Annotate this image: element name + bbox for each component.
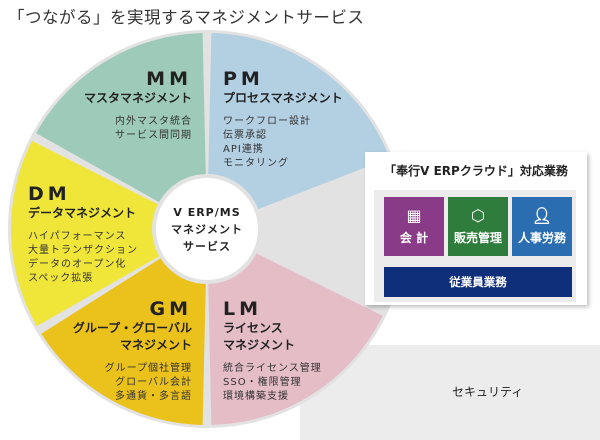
tile-label: 人事労務 <box>517 231 566 245</box>
panel-title: 「奉行V ERPクラウド」対応業務 <box>384 164 568 178</box>
page-title: 「つながる」を実現するマネジメントサービス <box>8 8 365 27</box>
item: データのオープン化 <box>28 259 127 270</box>
item: 伝票承認 <box>223 130 267 141</box>
segment-name: ライセンス <box>223 321 283 335</box>
segment-mm <box>36 33 207 230</box>
tile-sales: ⬡ 販売管理 <box>448 197 508 256</box>
segment-name: マネジメント <box>223 338 296 352</box>
pm-block: PM プロセスマネジメント ワークフロー設計 伝票承認 API連携 モニタリング <box>223 68 353 171</box>
lm-block: LM ライセンス マネジメント 統合ライセンス管理 SSO・権限管理 環境構築支… <box>223 298 353 404</box>
gm-block: GM グループ・グローバル マネジメント グループ個社管理 グローバル会計 多通… <box>52 298 192 404</box>
segment-code: PM <box>223 68 264 90</box>
segment-code: LM <box>223 298 263 320</box>
center-line: マネジメント <box>171 223 243 236</box>
item: ハイパフォーマンス <box>28 231 127 242</box>
item: サービス間同期 <box>115 130 192 141</box>
center-circle <box>156 178 258 280</box>
tile-label: 販売管理 <box>453 231 502 245</box>
segment-items: 内外マスタ統合 サービス間同期 <box>72 115 192 143</box>
mm-block: MM マスタマネジメント 内外マスタ統合 サービス間同期 <box>72 68 192 143</box>
segment-items: グループ個社管理 グローバル会計 多通貨・多言語 <box>52 362 192 404</box>
security-label: セキュリティ <box>452 385 524 399</box>
item: グローバル会計 <box>115 377 192 388</box>
segment-gm <box>41 229 208 425</box>
item: 内外マスタ統合 <box>115 116 192 127</box>
segment-items: ワークフロー設計 伝票承認 API連携 モニタリング <box>223 115 353 171</box>
segment-items: 統合ライセンス管理 SSO・権限管理 環境構築支援 <box>223 362 353 404</box>
segment-lm <box>207 229 383 425</box>
supported-tasks-panel: 「奉行V ERPクラウド」対応業務 ▦ 会 計 ⬡ 販売管理 👤︎ 人事労務 従… <box>365 152 587 305</box>
segment-code: GM <box>149 298 192 320</box>
tile-label: 会 計 <box>399 231 429 245</box>
item: モニタリング <box>223 158 289 169</box>
segment-name: グループ・グローバル <box>72 321 192 335</box>
calculator-icon: ▦ <box>406 206 422 225</box>
item: 環境構築支援 <box>223 391 289 402</box>
segment-name: マネジメント <box>119 338 192 352</box>
dm-block: DM データマネジメント ハイパフォーマンス 大量トランザクション データのオー… <box>28 183 158 286</box>
item: 多通貨・多言語 <box>115 391 192 402</box>
segment-code: MM <box>146 68 192 90</box>
center-line: V ERP/MS <box>173 206 241 219</box>
item: SSO・権限管理 <box>223 377 302 388</box>
item: 大量トランザクション <box>28 245 138 256</box>
segment-dm <box>10 140 208 327</box>
item: API連携 <box>223 144 264 155</box>
segment-items: ハイパフォーマンス 大量トランザクション データのオープン化 スペック拡張 <box>28 230 158 286</box>
item: 統合ライセンス管理 <box>223 363 322 374</box>
item: スペック拡張 <box>28 273 94 284</box>
person-icon: 👤︎ <box>531 206 553 225</box>
segment-name: データマネジメント <box>28 206 137 220</box>
segment-name: マスタマネジメント <box>83 91 192 105</box>
box-icon: ⬡ <box>471 206 485 225</box>
center-label: V ERP/MS マネジメント サービス <box>155 204 259 255</box>
tile-employee: 従業員業務 <box>384 267 572 297</box>
segment-name: プロセスマネジメント <box>223 91 343 105</box>
item: グループ個社管理 <box>104 363 192 374</box>
tiles-area: ▦ 会 計 ⬡ 販売管理 👤︎ 人事労務 従業員業務 <box>374 190 576 302</box>
segment-pm <box>207 33 390 230</box>
item: ワークフロー設計 <box>223 116 311 127</box>
segment-code: DM <box>28 183 71 205</box>
tile-hr: 👤︎ 人事労務 <box>512 197 572 256</box>
center-line: サービス <box>183 240 231 253</box>
tile-accounting: ▦ 会 計 <box>384 197 444 256</box>
